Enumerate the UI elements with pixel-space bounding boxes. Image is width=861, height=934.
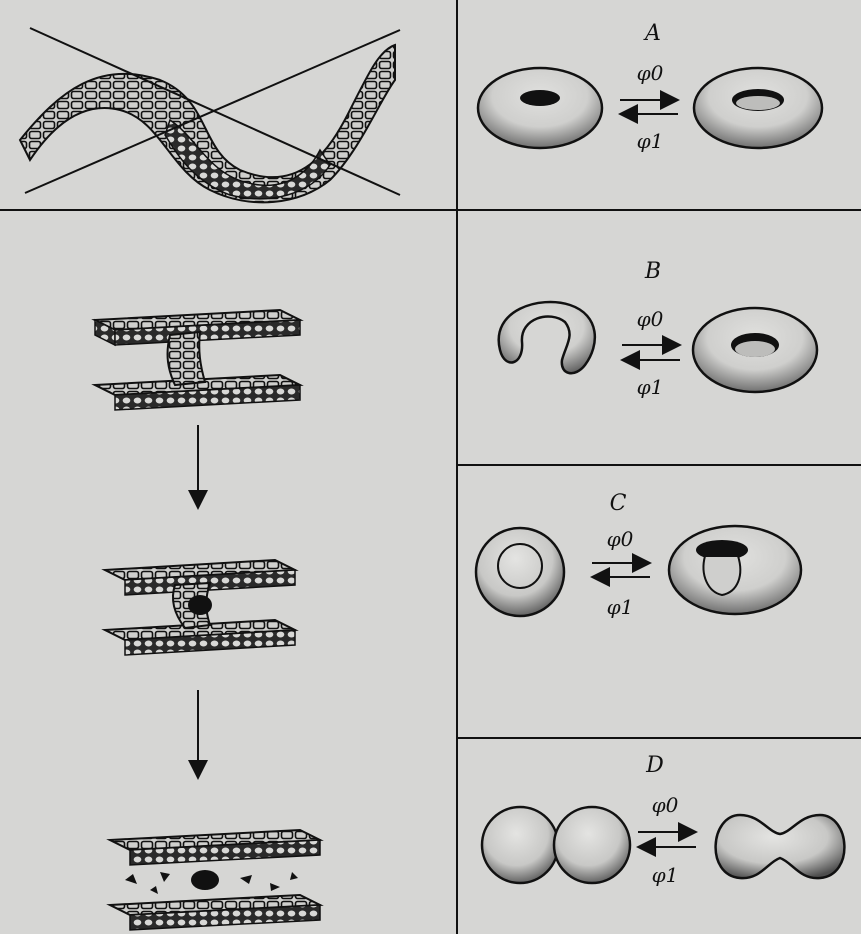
fusion-stage-1	[91, 308, 304, 411]
panel-a-left-torus	[476, 66, 604, 150]
fusion-stage-2	[101, 558, 299, 656]
panel-c-forward-label: φ0	[607, 527, 634, 551]
panel-d: D φ0 φ1	[480, 753, 846, 887]
panel-c-letter: C	[610, 491, 627, 516]
panel-d-left-spheres	[480, 805, 632, 885]
panel-b: B φ0 φ1	[497, 259, 819, 399]
crossed-out-sheet	[18, 27, 401, 204]
panel-c-right-torus	[667, 524, 803, 616]
panel-a: A φ0 φ1	[476, 21, 824, 153]
panel-d-right-dumbbell	[714, 813, 846, 880]
fusion-stage-3	[106, 828, 324, 931]
panel-b-right-torus	[691, 306, 819, 394]
panel-c: C φ0 φ1	[474, 491, 803, 619]
panel-c-backward-label: φ1	[607, 595, 634, 619]
panel-a-forward-label: φ0	[637, 61, 664, 85]
cross-line-2	[24, 29, 401, 194]
panel-b-letter: B	[644, 259, 661, 284]
panel-b-left-open-ring	[497, 300, 597, 375]
panel-c-left-sphere	[474, 526, 566, 618]
panel-d-forward-label: φ0	[652, 793, 679, 817]
panel-d-letter: D	[645, 753, 664, 778]
panel-b-backward-label: φ1	[637, 375, 664, 399]
panel-a-letter: A	[643, 21, 661, 46]
panel-d-backward-label: φ1	[652, 863, 679, 887]
panel-b-forward-label: φ0	[637, 307, 664, 331]
panel-a-backward-label: φ1	[637, 129, 664, 153]
panel-a-right-torus	[692, 66, 824, 150]
